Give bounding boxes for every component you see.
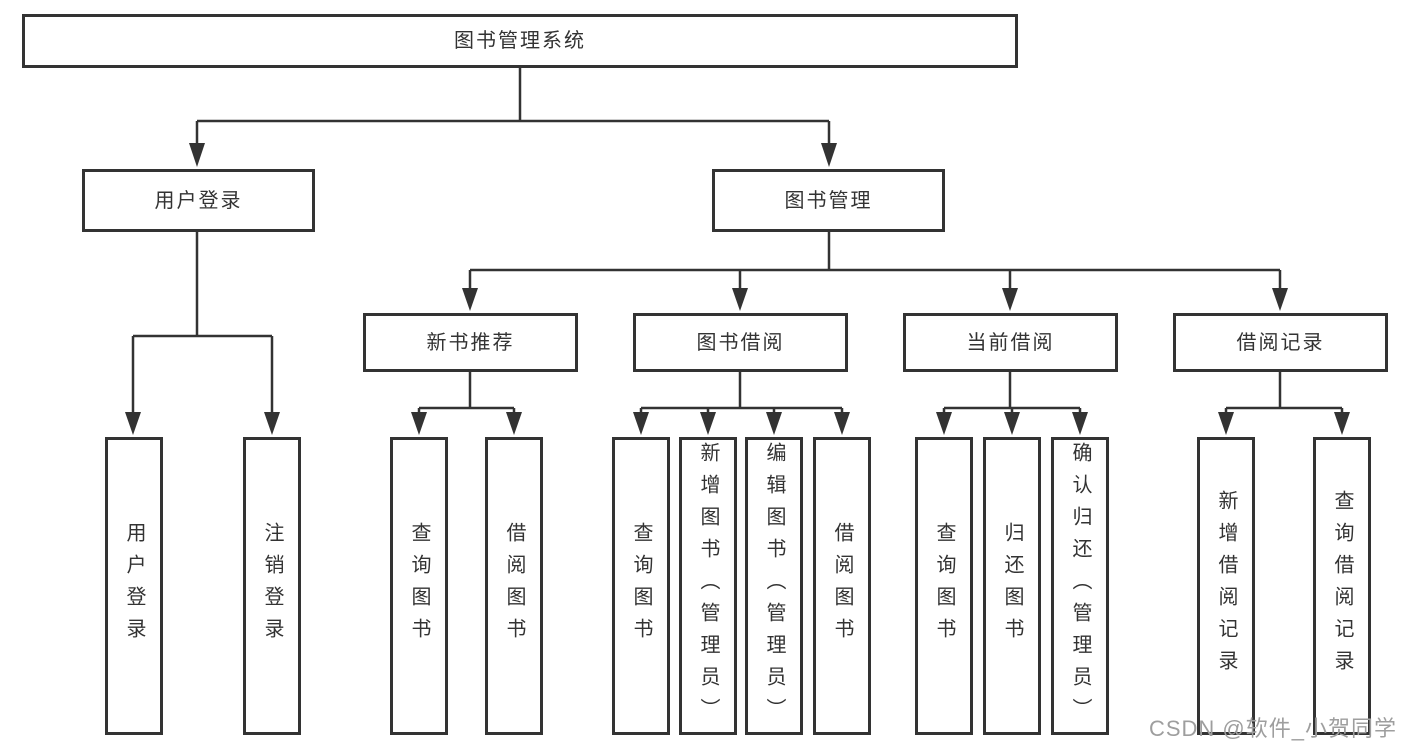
node-book-management: 图书管理 [712, 169, 945, 232]
node-edit-books-admin: 编辑图书（管理员） [745, 437, 803, 735]
node-add-borrow-record: 新增借阅记录 [1197, 437, 1255, 735]
node-query-books-recommend: 查询图书 [390, 437, 448, 735]
node-book-borrow: 图书借阅 [633, 313, 848, 372]
csdn-watermark: CSDN @软件_小贺同学 [1148, 716, 1397, 741]
node-root: 图书管理系统 [22, 14, 1018, 68]
node-return-books: 归还图书 [983, 437, 1041, 735]
node-add-books-admin: 新增图书（管理员） [679, 437, 737, 735]
node-logout-leaf: 注销登录 [243, 437, 301, 735]
node-query-borrow-record: 查询借阅记录 [1313, 437, 1371, 735]
node-user-login-leaf: 用户登录 [105, 437, 163, 735]
node-borrow-books-leaf: 借阅图书 [813, 437, 871, 735]
node-current-borrow: 当前借阅 [903, 313, 1118, 372]
node-borrow-books-recommend: 借阅图书 [485, 437, 543, 735]
node-query-books-borrow: 查询图书 [612, 437, 670, 735]
node-confirm-return-admin: 确认归还（管理员） [1051, 437, 1109, 735]
node-user-login: 用户登录 [82, 169, 315, 232]
node-borrow-records: 借阅记录 [1173, 313, 1388, 372]
node-query-books-current: 查询图书 [915, 437, 973, 735]
node-new-book-recommend: 新书推荐 [363, 313, 578, 372]
